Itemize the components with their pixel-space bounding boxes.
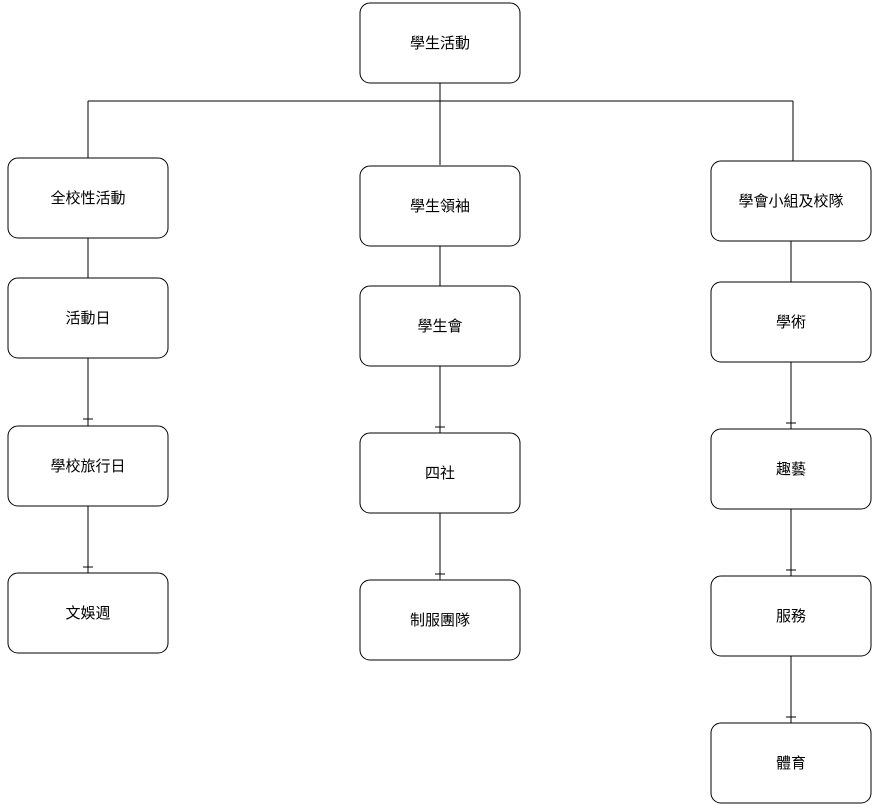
node-branch-2: 學生領袖	[359, 165, 521, 247]
node-branch-2-child-2-label: 四社	[425, 464, 455, 482]
node-branch-2-label: 學生領袖	[410, 197, 470, 215]
node-branch-2-child-3: 制服團隊	[359, 579, 521, 661]
node-branch-3-label: 學會小組及校隊	[738, 192, 843, 210]
node-branch-1-child-3-label: 文娛週	[65, 604, 110, 622]
node-branch-1-child-1: 活動日	[7, 277, 169, 359]
node-branch-3-child-1: 學術	[710, 281, 872, 363]
node-branch-3-child-1-label: 學術	[776, 313, 806, 331]
node-branch-1: 全校性活動	[7, 157, 169, 239]
node-branch-3-child-2: 趣藝	[710, 428, 872, 510]
node-branch-3-child-3-label: 服務	[776, 607, 806, 625]
node-root: 學生活動	[359, 2, 521, 84]
node-branch-3: 學會小組及校隊	[710, 160, 872, 242]
node-branch-2-child-1: 學生會	[359, 285, 521, 367]
node-branch-1-child-2: 學校旅行日	[7, 425, 169, 507]
node-branch-3-child-2-label: 趣藝	[776, 460, 806, 478]
node-branch-2-child-3-label: 制服團隊	[410, 611, 470, 629]
node-branch-2-child-1-label: 學生會	[417, 317, 462, 335]
node-branch-2-child-2: 四社	[359, 432, 521, 514]
node-branch-3-child-4: 體育	[710, 722, 872, 804]
node-branch-1-child-2-label: 學校旅行日	[50, 457, 125, 475]
node-branch-1-child-1-label: 活動日	[65, 309, 110, 327]
node-branch-3-child-3: 服務	[710, 575, 872, 657]
node-branch-1-label: 全校性活動	[50, 189, 125, 207]
connectors	[83, 82, 796, 723]
node-branch-3-child-4-label: 體育	[776, 754, 806, 772]
node-branch-1-child-3: 文娛週	[7, 572, 169, 654]
node-root-label: 學生活動	[410, 34, 470, 52]
